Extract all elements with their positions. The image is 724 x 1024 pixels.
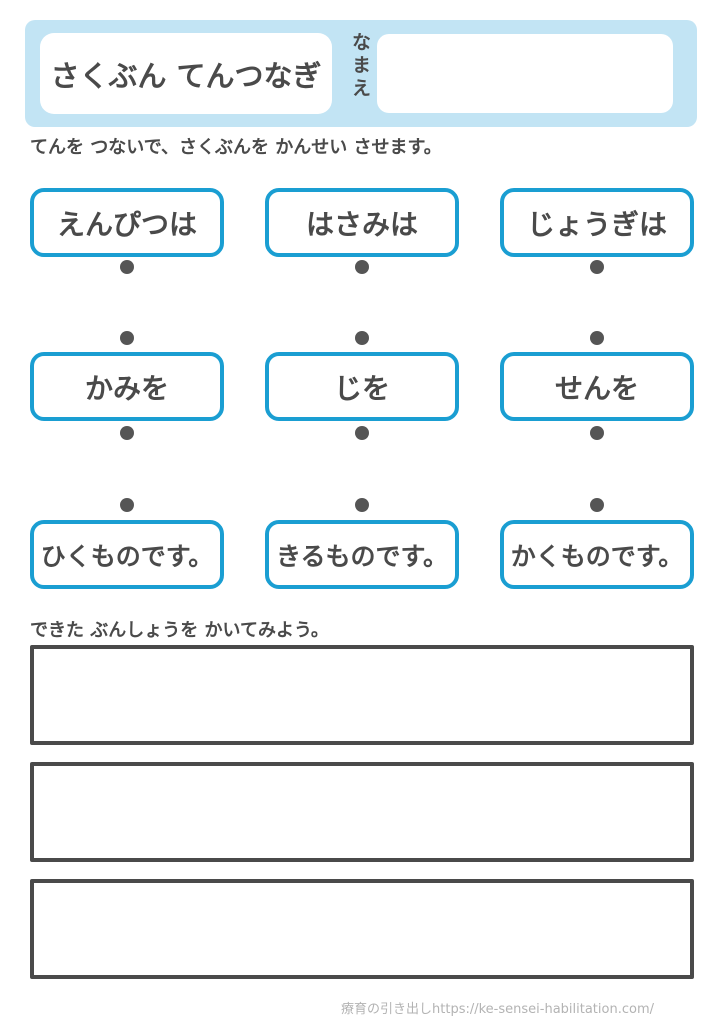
word-box-letters: じを [265, 352, 459, 421]
name-input[interactable] [377, 34, 673, 113]
connector-dot[interactable] [590, 426, 604, 440]
dot-cell [30, 426, 224, 440]
title-box: さくぶん てんつなぎ [40, 33, 332, 114]
word-box-line: せんを [500, 352, 694, 421]
connector-dot[interactable] [355, 426, 369, 440]
dot-row-below-2 [30, 426, 694, 440]
word-label: えんぴつは [56, 207, 197, 241]
word-box-pencil: えんぴつは [30, 188, 224, 257]
word-box-write: かくものです。 [500, 520, 694, 589]
name-label: なまえ [349, 32, 371, 101]
sentence-writing-box-1[interactable] [30, 645, 694, 745]
dot-cell [500, 260, 694, 274]
dot-cell [265, 498, 459, 512]
instruction-text: てんを つないで、さくぶんを かんせい させます。 [30, 137, 442, 158]
word-box-ruler: じょうぎは [500, 188, 694, 257]
header-band: さくぶん てんつなぎ なまえ [25, 20, 697, 127]
connector-dot[interactable] [590, 331, 604, 345]
dot-row-above-3 [30, 498, 694, 512]
connector-dot[interactable] [355, 260, 369, 274]
word-box-paper: かみを [30, 352, 224, 421]
connector-dot[interactable] [590, 498, 604, 512]
word-label: はさみは [305, 207, 418, 241]
word-label: じょうぎは [526, 207, 667, 241]
connector-dot[interactable] [355, 498, 369, 512]
write-prompt: できた ぶんしょうを かいてみよう。 [30, 620, 329, 641]
puzzle-row-3: ひくものです。 きるものです。 かくものです。 [30, 520, 694, 589]
dot-row-below-1 [30, 260, 694, 274]
page-title: さくぶん てんつなぎ [50, 58, 322, 93]
word-label: かくものです。 [510, 541, 684, 571]
dot-cell [265, 260, 459, 274]
sentence-writing-box-3[interactable] [30, 879, 694, 979]
word-label: せんを [554, 371, 639, 405]
puzzle-row-2: かみを じを せんを [30, 352, 694, 421]
dot-cell [30, 331, 224, 345]
connector-dot[interactable] [590, 260, 604, 274]
sentence-writing-box-2[interactable] [30, 762, 694, 862]
connector-dot[interactable] [120, 260, 134, 274]
dot-row-above-2 [30, 331, 694, 345]
word-label: かみを [84, 371, 169, 405]
dot-cell [30, 498, 224, 512]
word-label: きるものです。 [275, 541, 448, 571]
dot-cell [265, 331, 459, 345]
dot-cell [30, 260, 224, 274]
connector-dot[interactable] [120, 426, 134, 440]
connector-dot[interactable] [120, 331, 134, 345]
footer-credit: 療育の引き出しhttps://ke-sensei-habilitation.co… [341, 1002, 654, 1017]
word-label: ひくものです。 [40, 541, 214, 571]
connector-dot[interactable] [120, 498, 134, 512]
puzzle-row-1: えんぴつは はさみは じょうぎは [30, 188, 694, 257]
dot-cell [500, 426, 694, 440]
word-box-scissors: はさみは [265, 188, 459, 257]
word-label: じを [333, 371, 390, 405]
word-box-draw: ひくものです。 [30, 520, 224, 589]
dot-cell [500, 498, 694, 512]
dot-cell [500, 331, 694, 345]
dot-cell [265, 426, 459, 440]
connector-dot[interactable] [355, 331, 369, 345]
word-box-cut: きるものです。 [265, 520, 459, 589]
